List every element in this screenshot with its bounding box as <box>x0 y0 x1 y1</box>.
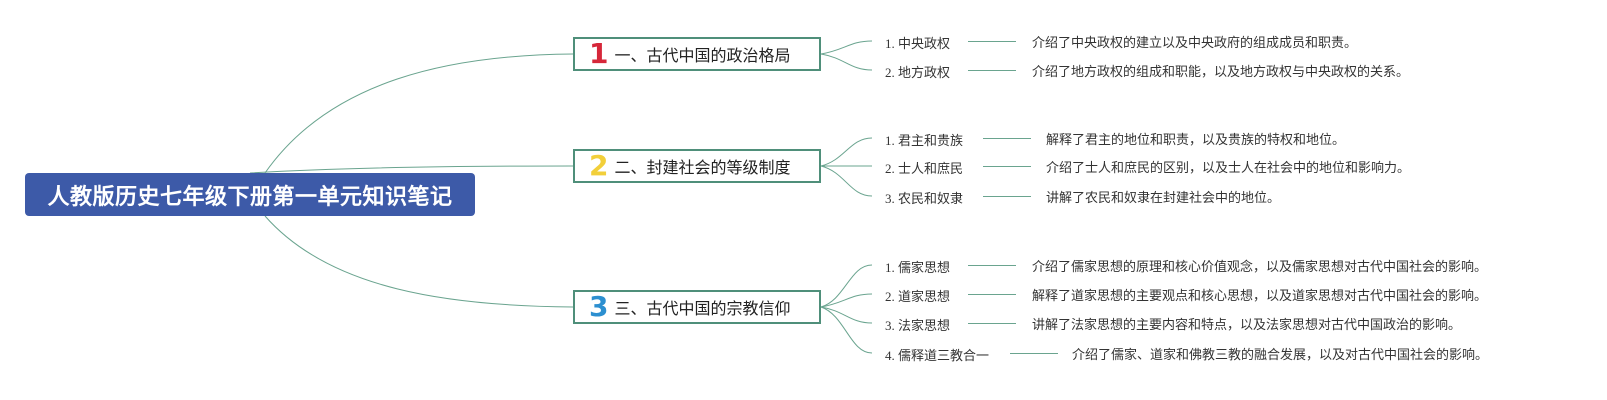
subtopic-connector-3-2 <box>968 294 1016 295</box>
connector-b1-leaf-1 <box>820 40 873 55</box>
subtopic-connector-1-1 <box>968 41 1016 42</box>
subtopic-2-3[interactable]: 3. 农民和奴隶 <box>885 191 964 206</box>
subtopic-1-2[interactable]: 2. 地方政权 <box>885 65 951 80</box>
connector-b3-leaf-1 <box>820 264 873 308</box>
subtopic-connector-2-2 <box>983 166 1031 167</box>
subtopic-connector-3-3 <box>968 323 1016 324</box>
branch-title-2: 二、封建社会的等级制度 <box>614 158 791 177</box>
subtopic-desc-3-3[interactable]: 讲解了法家思想的主要内容和特点，以及法家思想对古代中国政治的影响。 <box>1032 318 1462 333</box>
branch-topic-2[interactable]: 2 二、封建社会的等级制度 <box>573 149 821 183</box>
subtopic-desc-2-1[interactable]: 解释了君主的地位和职责，以及贵族的特权和地位。 <box>1046 133 1346 148</box>
connector-b3-leaf-4 <box>820 306 873 354</box>
subtopic-connector-2-1 <box>983 138 1031 139</box>
connector-root-branch-2 <box>249 165 574 174</box>
branch-topic-3[interactable]: 3 三、古代中国的宗教信仰 <box>573 290 821 324</box>
subtopic-connector-2-3 <box>983 196 1031 197</box>
subtopic-desc-1-1[interactable]: 介绍了中央政权的建立以及中央政府的组成成员和职责。 <box>1032 36 1358 51</box>
subtopic-desc-3-4[interactable]: 介绍了儒家、道家和佛教三教的融合发展，以及对古代中国社会的影响。 <box>1072 348 1489 363</box>
subtopic-1-1[interactable]: 1. 中央政权 <box>885 36 951 51</box>
subtopic-connector-3-4 <box>1010 353 1058 354</box>
subtopic-2-1[interactable]: 1. 君主和贵族 <box>885 133 964 148</box>
connector-root-branch-1 <box>264 53 574 174</box>
subtopic-desc-3-2[interactable]: 解释了道家思想的主要观点和核心思想，以及道家思想对古代中国社会的影响。 <box>1032 289 1488 304</box>
connector-root-branch-3 <box>264 215 574 308</box>
subtopic-3-2[interactable]: 2. 道家思想 <box>885 289 951 304</box>
subtopic-desc-2-3[interactable]: 讲解了农民和奴隶在封建社会中的地位。 <box>1046 191 1281 206</box>
subtopic-connector-3-1 <box>968 265 1016 266</box>
subtopic-desc-3-1[interactable]: 介绍了儒家思想的原理和核心价值观念，以及儒家思想对古代中国社会的影响。 <box>1032 260 1488 275</box>
subtopic-connector-1-2 <box>968 70 1016 71</box>
subtopic-3-1[interactable]: 1. 儒家思想 <box>885 260 951 275</box>
subtopic-3-4[interactable]: 4. 儒释道三教合一 <box>885 348 990 363</box>
branch-topic-1[interactable]: 1 一、古代中国的政治格局 <box>573 37 821 71</box>
connector-b1-leaf-2 <box>820 53 873 71</box>
branch-number-1: 1 <box>589 37 609 70</box>
subtopic-desc-1-2[interactable]: 介绍了地方政权的组成和职能，以及地方政权与中央政权的关系。 <box>1032 65 1410 80</box>
subtopic-desc-2-2[interactable]: 介绍了士人和庶民的区别，以及士人在社会中的地位和影响力。 <box>1046 161 1411 176</box>
branch-number-3: 3 <box>589 290 609 323</box>
branch-number-2: 2 <box>589 149 609 182</box>
connector-b3-leaf-3 <box>820 306 873 324</box>
root-topic-label: 人教版历史七年级下册第一单元知识笔记 <box>47 184 453 210</box>
subtopic-2-2[interactable]: 2. 士人和庶民 <box>885 161 964 176</box>
subtopic-3-3[interactable]: 3. 法家思想 <box>885 318 951 333</box>
connector-b2-leaf-1 <box>820 137 873 167</box>
branch-title-3: 三、古代中国的宗教信仰 <box>614 299 791 318</box>
root-topic[interactable]: 人教版历史七年级下册第一单元知识笔记 <box>25 173 475 216</box>
branch-title-1: 一、古代中国的政治格局 <box>614 46 791 65</box>
connector-b2-leaf-3 <box>820 165 873 197</box>
connector-b3-leaf-2 <box>820 293 873 308</box>
